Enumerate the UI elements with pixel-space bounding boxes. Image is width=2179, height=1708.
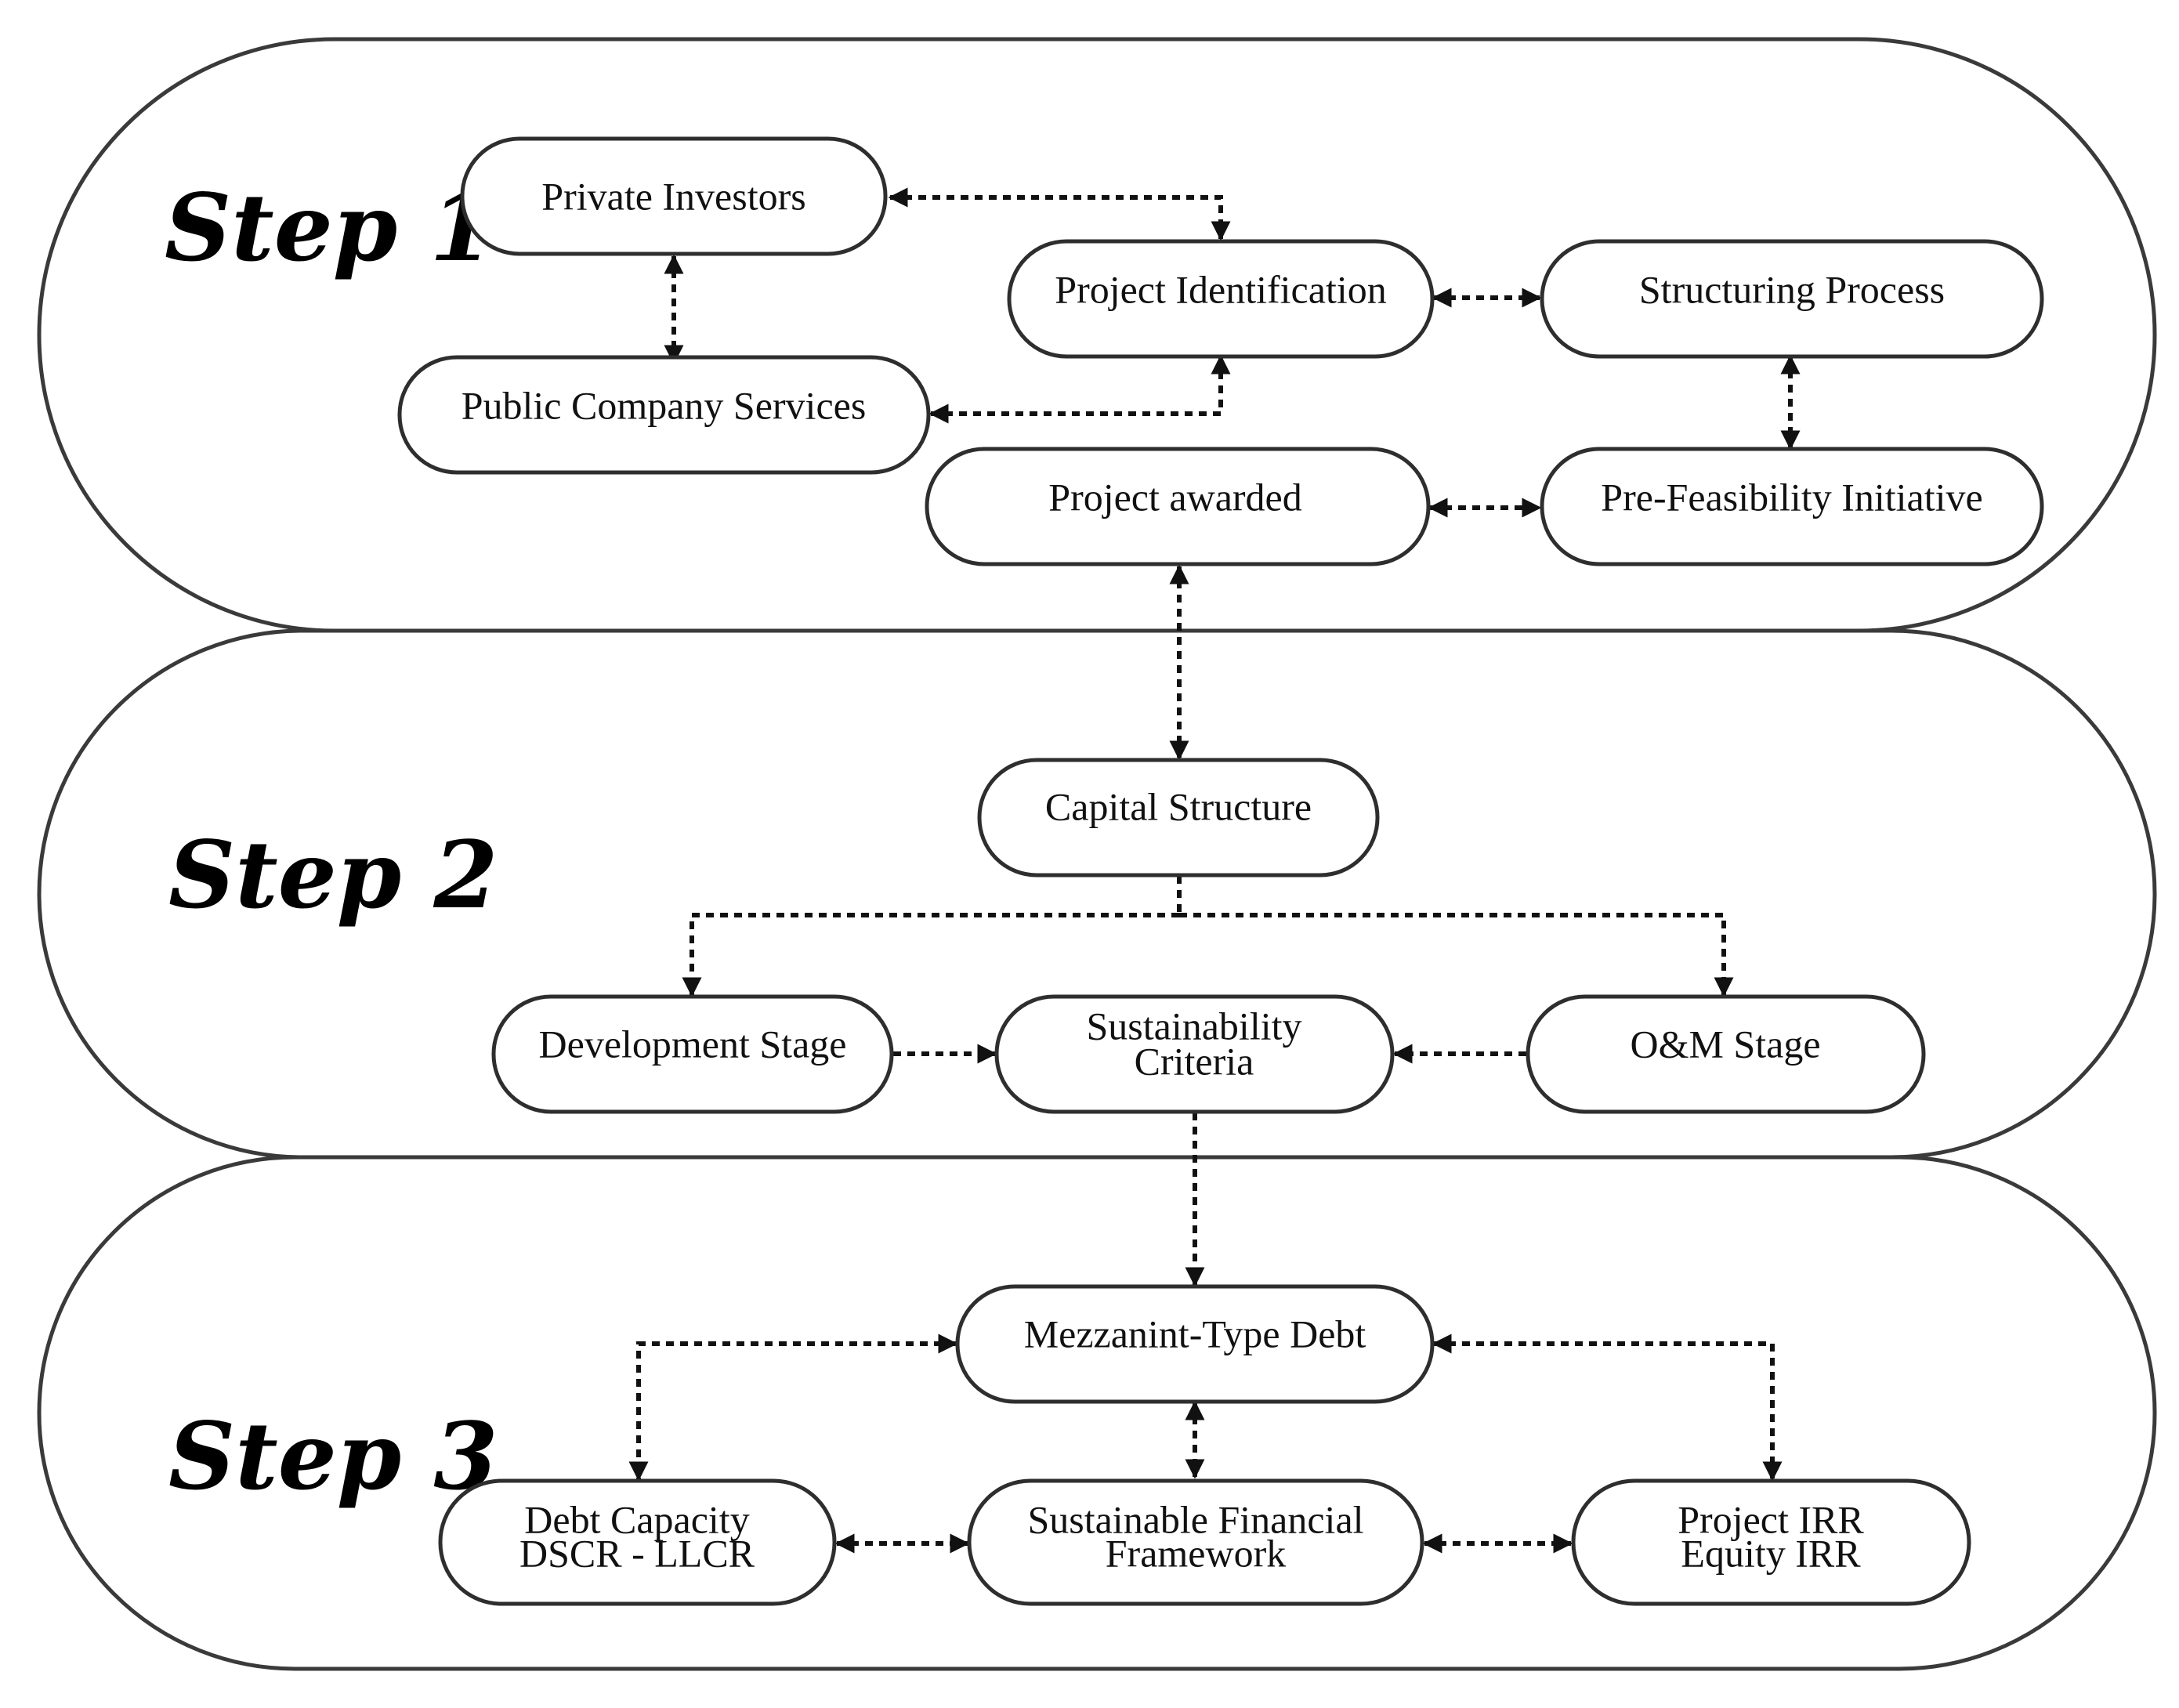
node-project-irr: Project IRR Equity IRR xyxy=(1571,1478,1971,1606)
svg-text:O&M Stage: O&M Stage xyxy=(1630,1022,1820,1066)
step-1-label: Step 1 xyxy=(165,173,494,282)
svg-text:Criteria: Criteria xyxy=(1135,1039,1254,1083)
svg-text:DSCR - LLCR: DSCR - LLCR xyxy=(519,1531,755,1575)
node-structuring-process: Structuring Process xyxy=(1540,239,2044,359)
step-3-label: Step 3 xyxy=(168,1402,498,1511)
svg-text:Pre-Feasibility Initiative: Pre-Feasibility Initiative xyxy=(1601,475,1982,519)
svg-text:Sustainability: Sustainability xyxy=(1087,1004,1302,1048)
svg-text:Capital Structure: Capital Structure xyxy=(1045,784,1312,828)
connectors xyxy=(628,187,1801,1554)
node-private-investors: Private Investors xyxy=(460,136,888,256)
svg-text:Public Company Services: Public Company Services xyxy=(461,383,867,427)
connector-mezzanine-irr xyxy=(1432,1333,1783,1482)
node-development-stage: Development Stage xyxy=(491,994,894,1114)
svg-text:Equity IRR: Equity IRR xyxy=(1681,1531,1861,1575)
step-2-label: Step 2 xyxy=(168,820,498,929)
node-public-company-services: Public Company Services xyxy=(397,355,931,475)
connector-investors-identification xyxy=(888,187,1231,241)
svg-text:Development Stage: Development Stage xyxy=(539,1022,847,1066)
svg-text:Project IRR: Project IRR xyxy=(1678,1497,1864,1541)
svg-text:Mezzanint-Type Debt: Mezzanint-Type Debt xyxy=(1024,1312,1366,1355)
node-capital-structure: Capital Structure xyxy=(977,758,1380,878)
connector-to-om xyxy=(1179,913,1734,997)
node-pre-feasibility-initiative: Pre-Feasibility Initiative xyxy=(1540,447,2044,566)
connector-to-development xyxy=(682,913,1179,997)
node-sustainable-financial-framework: Sustainable Financial Framework xyxy=(967,1478,1424,1606)
svg-text:Sustainable Financial: Sustainable Financial xyxy=(1027,1497,1363,1541)
node-project-awarded: Project awarded xyxy=(925,447,1431,566)
node-sustainability-criteria: Sustainability Criteria xyxy=(994,994,1395,1114)
connector-mezzanine-debt xyxy=(628,1333,958,1482)
svg-text:Debt Capacity: Debt Capacity xyxy=(524,1497,749,1541)
node-om-stage: O&M Stage xyxy=(1526,994,1926,1114)
node-mezzanine-type-debt: Mezzanint-Type Debt xyxy=(955,1284,1435,1404)
node-debt-capacity: Debt Capacity DSCR - LLCR xyxy=(438,1478,837,1606)
connector-public-identification xyxy=(928,354,1231,424)
svg-text:Private Investors: Private Investors xyxy=(541,174,805,218)
svg-text:Project Identification: Project Identification xyxy=(1055,267,1386,311)
svg-text:Project awarded: Project awarded xyxy=(1048,475,1301,519)
svg-text:Framework: Framework xyxy=(1106,1531,1287,1575)
node-project-identification: Project Identification xyxy=(1007,239,1435,359)
svg-text:Structuring Process: Structuring Process xyxy=(1639,267,1945,311)
